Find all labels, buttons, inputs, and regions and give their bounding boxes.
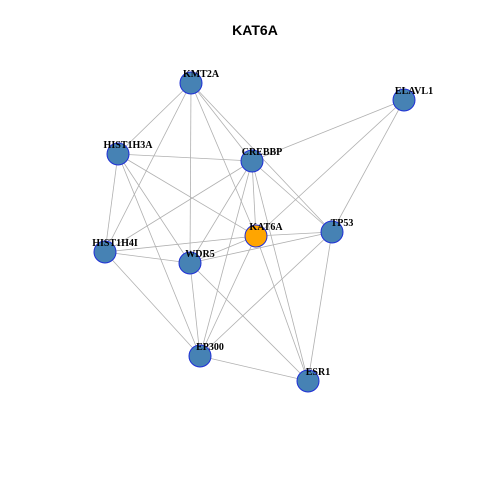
edge-crebbp-hist1h4i	[104, 160, 253, 253]
edge-hist1h3a-ep300	[117, 153, 201, 357]
node-crebbp	[240, 149, 264, 173]
node-ep300	[188, 344, 212, 368]
edge-tp53-esr1	[307, 231, 333, 382]
edge-kat6a-hist1h4i	[104, 235, 257, 253]
edge-tp53-ep300	[199, 231, 333, 357]
node-hist1h4i	[93, 240, 117, 264]
node-label-tp53: TP53	[331, 218, 354, 229]
node-label-wdr5: WDR5	[185, 249, 214, 260]
node-tp53	[320, 220, 344, 244]
edge-wdr5-esr1	[189, 262, 309, 382]
graph-title: KAT6A	[232, 22, 278, 38]
edge-kat6a-wdr5	[189, 235, 257, 264]
node-esr1	[296, 369, 320, 393]
edge-hist1h3a-crebbp	[117, 153, 253, 162]
edge-kat6a-esr1	[255, 235, 309, 382]
node-hist1h3a	[106, 142, 130, 166]
edge-crebbp-ep300	[199, 160, 253, 357]
edge-ep300-esr1	[199, 355, 309, 382]
edge-hist1h3a-hist1h4i	[104, 153, 119, 253]
edge-kmt2a-hist1h3a	[117, 82, 192, 155]
edge-crebbp-wdr5	[189, 160, 253, 264]
edge-hist1h3a-kat6a	[117, 153, 257, 237]
node-elavl1	[392, 88, 416, 112]
edge-kmt2a-hist1h4i	[104, 82, 192, 253]
edge-elavl1-crebbp	[251, 99, 405, 162]
node-label-hist1h3a: HIST1H3A	[104, 140, 154, 151]
edge-crebbp-kat6a	[251, 160, 257, 237]
edge-elavl1-tp53	[331, 99, 405, 233]
edge-kmt2a-wdr5	[189, 82, 192, 264]
edge-hist1h4i-wdr5	[104, 251, 191, 264]
node-wdr5	[178, 251, 202, 275]
node-kat6a	[244, 224, 268, 248]
edge-kat6a-ep300	[199, 235, 257, 357]
edge-hist1h4i-ep300	[104, 251, 201, 357]
node-label-esr1: ESR1	[306, 367, 330, 378]
node-kmt2a	[179, 71, 203, 95]
node-label-crebbp: CREBBP	[242, 147, 283, 158]
nodes-layer	[93, 71, 416, 393]
node-label-kmt2a: KMT2A	[183, 69, 220, 80]
edge-crebbp-esr1	[251, 160, 309, 382]
edge-wdr5-ep300	[189, 262, 201, 357]
edge-tp53-wdr5	[189, 231, 333, 264]
node-label-ep300: EP300	[196, 342, 224, 353]
edge-elavl1-kat6a	[255, 99, 405, 237]
edge-hist1h3a-wdr5	[117, 153, 191, 264]
node-label-kat6a: KAT6A	[249, 222, 283, 233]
edge-crebbp-tp53	[251, 160, 333, 233]
edge-kat6a-tp53	[255, 231, 333, 237]
edge-kmt2a-crebbp	[190, 82, 253, 162]
node-label-elavl1: ELAVL1	[395, 86, 433, 97]
edges-layer	[104, 82, 405, 382]
node-label-hist1h4i: HIST1H4I	[92, 238, 138, 249]
